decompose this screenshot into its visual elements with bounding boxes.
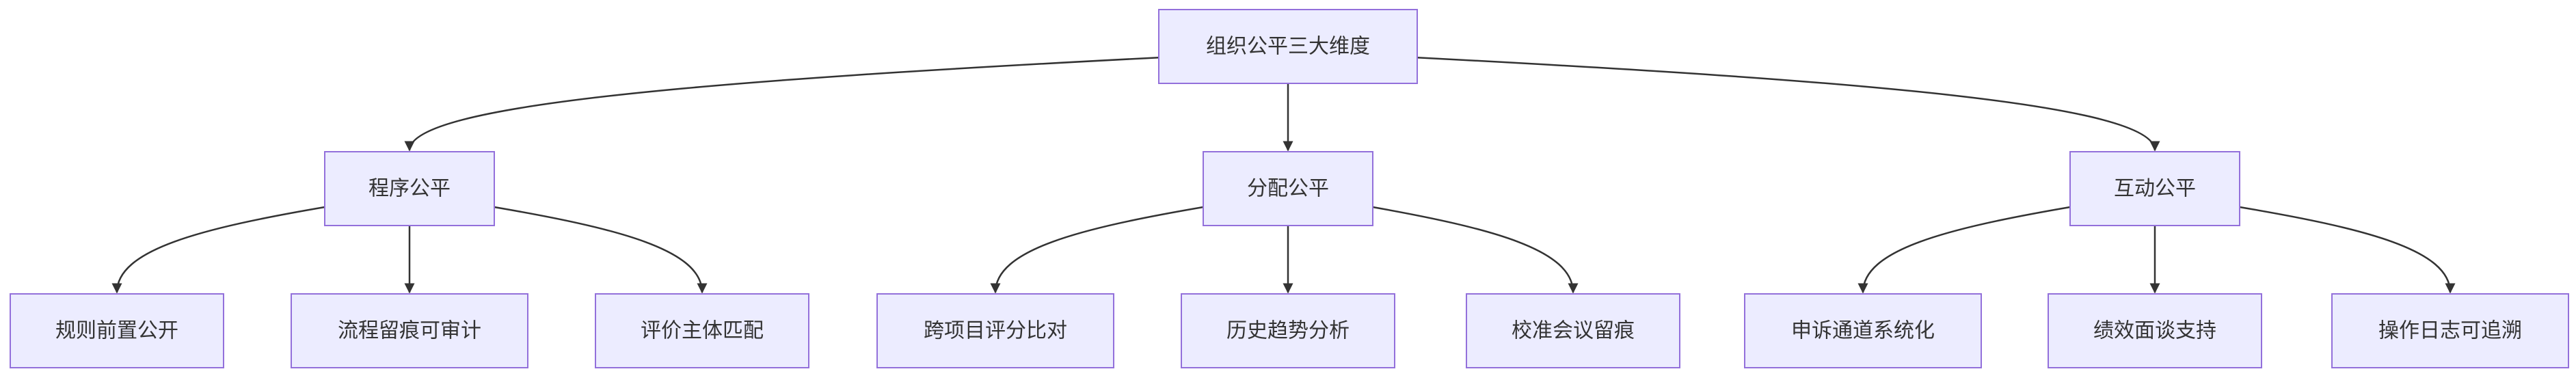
node-box-distributive xyxy=(1203,151,1373,226)
node-label-d3: 校准会议留痕 xyxy=(1512,319,1635,343)
node-label-p1: 规则前置公开 xyxy=(55,319,178,343)
node-box-p3 xyxy=(595,293,809,368)
node-box-i2 xyxy=(2048,293,2262,368)
node-label-i1: 申诉通道系统化 xyxy=(1791,319,1935,343)
node-label-distributive: 分配公平 xyxy=(1247,177,1329,201)
node-label-procedural: 程序公平 xyxy=(368,177,451,201)
node-interactional: 互动公平 xyxy=(2069,151,2240,226)
node-box-d1 xyxy=(876,293,1114,368)
node-label-i2: 绩效面谈支持 xyxy=(2093,319,2216,343)
node-p1: 规则前置公开 xyxy=(10,293,224,368)
node-box-interactional xyxy=(2069,151,2240,226)
edge-root-procedural xyxy=(404,56,1159,152)
node-d1: 跨项目评分比对 xyxy=(876,293,1114,368)
edge-root-interactional xyxy=(1417,56,2160,152)
edge-procedural-p3 xyxy=(494,206,708,294)
edge-interactional-i1 xyxy=(1857,206,2071,294)
node-box-d3 xyxy=(1466,293,1680,368)
node-label-root: 组织公平三大维度 xyxy=(1206,35,1370,59)
node-label-i3: 操作日志可追溯 xyxy=(2378,319,2522,343)
node-i2: 绩效面谈支持 xyxy=(2048,293,2262,368)
node-label-p3: 评价主体匹配 xyxy=(641,319,764,343)
node-label-interactional: 互动公平 xyxy=(2114,177,2196,201)
node-procedural: 程序公平 xyxy=(324,151,495,226)
node-box-p1 xyxy=(10,293,224,368)
edge-procedural-p1 xyxy=(111,206,325,294)
node-i3: 操作日志可追溯 xyxy=(2331,293,2569,368)
node-label-d2: 历史趋势分析 xyxy=(1226,319,1350,343)
node-d3: 校准会议留痕 xyxy=(1466,293,1680,368)
node-label-p2: 流程留痕可审计 xyxy=(338,319,481,343)
node-label-d1: 跨项目评分比对 xyxy=(924,319,1067,343)
edge-distributive-d3 xyxy=(1372,206,1579,294)
node-box-d2 xyxy=(1181,293,1395,368)
node-box-p2 xyxy=(291,293,528,368)
node-d2: 历史趋势分析 xyxy=(1181,293,1395,368)
node-root: 组织公平三大维度 xyxy=(1158,9,1418,84)
node-p2: 流程留痕可审计 xyxy=(291,293,528,368)
node-box-procedural xyxy=(324,151,495,226)
edge-distributive-d1 xyxy=(990,206,1204,294)
edges-layer xyxy=(111,56,2456,294)
node-box-i3 xyxy=(2331,293,2569,368)
node-p3: 评价主体匹配 xyxy=(595,293,809,368)
node-box-root xyxy=(1158,9,1418,84)
edge-interactional-i3 xyxy=(2239,206,2456,294)
node-distributive: 分配公平 xyxy=(1203,151,1373,226)
node-i1: 申诉通道系统化 xyxy=(1744,293,1982,368)
node-box-i1 xyxy=(1744,293,1982,368)
